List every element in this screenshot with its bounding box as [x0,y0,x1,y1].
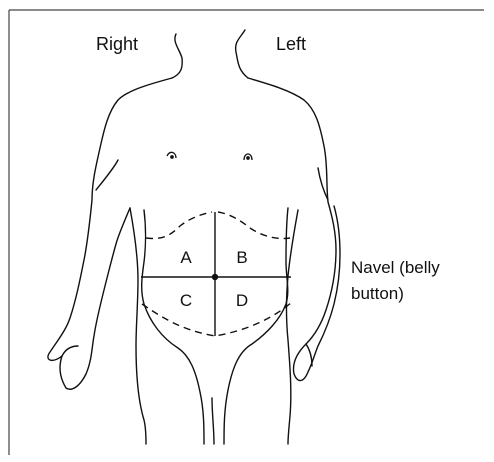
quadrant-c-label: C [180,291,192,310]
arm-inner-left [287,210,299,444]
navel-dot [212,274,218,280]
neck-right [172,34,182,78]
nipple-left-dot [247,157,249,159]
body-outline-right [48,78,172,389]
arm-crease-right [96,160,118,190]
hand-right [62,346,78,356]
nipple-right-dot [171,156,173,158]
upper-boundary-dashed [146,212,290,239]
torso-side-right [142,210,204,444]
lower-boundary-dashed [142,302,292,336]
torso-side-left [224,208,288,444]
leg-split [212,398,214,444]
left-side-label: Left [276,34,306,54]
navel-label-line2: button) [351,284,404,303]
quadrant-d-label: D [236,291,248,310]
arm-inner-right [130,208,146,444]
hand-left [306,344,312,366]
quadrant-a-label: A [180,248,192,267]
right-side-label: Right [96,34,138,54]
neck-left [236,30,248,78]
navel-label-line1: Navel (belly [351,258,440,277]
quadrant-b-label: B [236,248,247,267]
